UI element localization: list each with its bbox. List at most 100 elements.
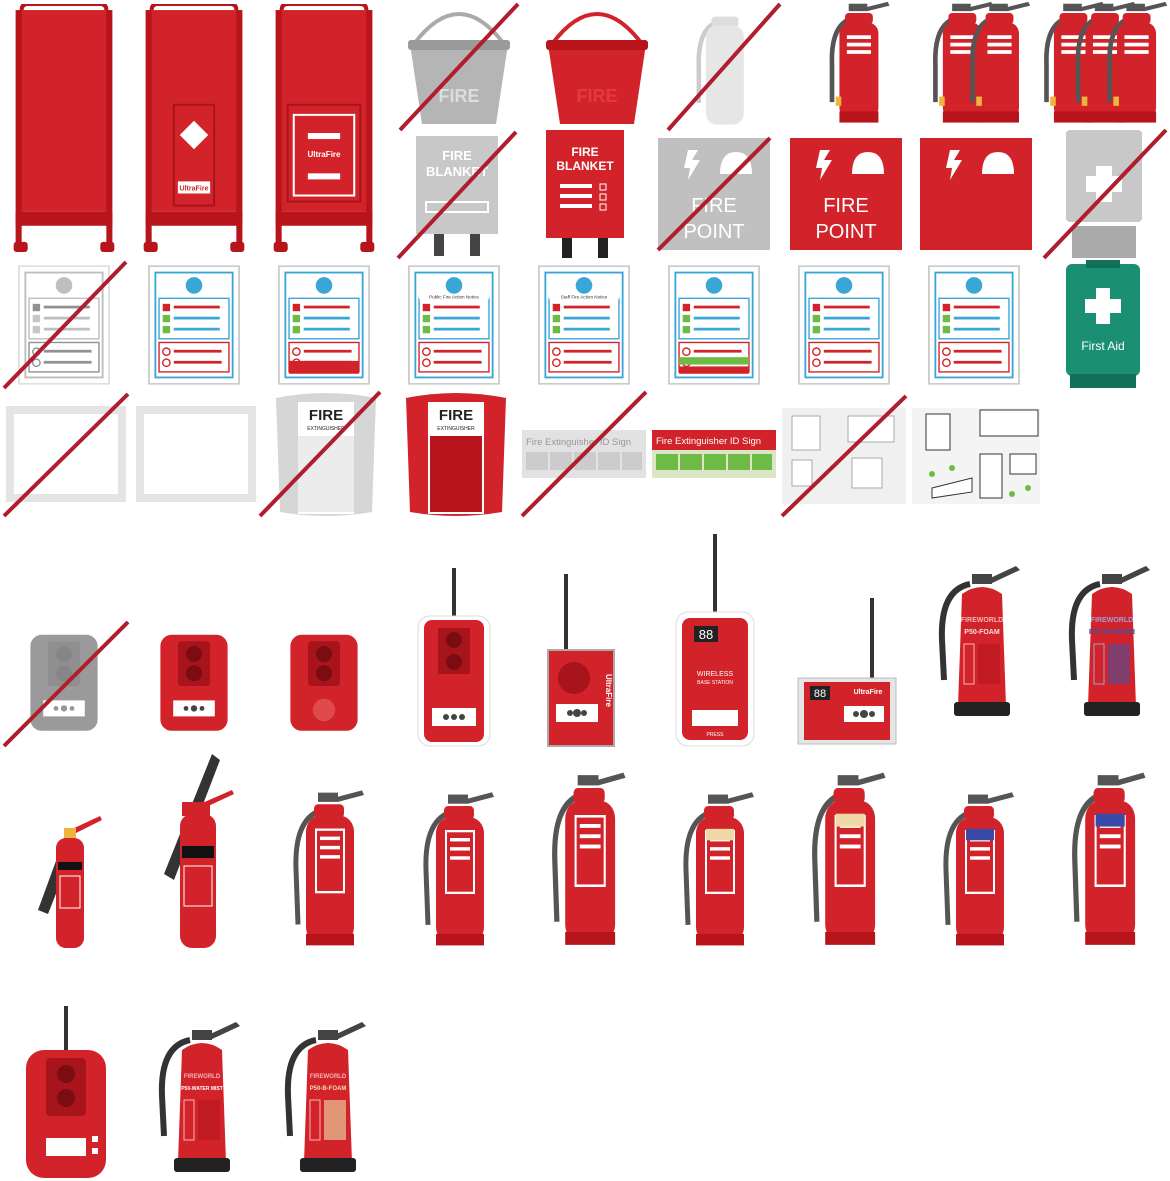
first-aid-box-grey[interactable] bbox=[1042, 128, 1168, 260]
display-digits: 88 bbox=[699, 627, 713, 642]
cover-line2: EXTINGUISHER bbox=[437, 426, 475, 432]
wireless-control-panel[interactable]: 88 UltraFire bbox=[796, 598, 898, 746]
point-line2: POINT bbox=[815, 221, 876, 243]
fire-point-sign-red-blank[interactable] bbox=[920, 138, 1032, 250]
cover-icon: FIRE EXTINGUISHER bbox=[276, 393, 376, 516]
first-aid-label: First Aid bbox=[1081, 339, 1124, 353]
alarm-icon: UltraFire bbox=[547, 574, 615, 747]
call-point-red[interactable] bbox=[154, 618, 234, 746]
bucket-label: FIRE bbox=[438, 86, 479, 106]
fire-action-sign-1[interactable] bbox=[148, 262, 240, 388]
extinguisher-foam[interactable] bbox=[666, 790, 766, 950]
ext-model: P50-B-FOAM bbox=[310, 1086, 347, 1092]
cover-line1: FIRE bbox=[309, 407, 343, 424]
fire-point-icon bbox=[920, 138, 1032, 250]
bucket-label: FIRE bbox=[576, 86, 617, 106]
extinguisher-p50-bfoam[interactable]: FIREWORLD P50-B-FOAM bbox=[276, 1016, 378, 1176]
ext-brand: FIREWORLD bbox=[961, 617, 1003, 624]
floor-plan-color[interactable] bbox=[912, 408, 1040, 504]
cover-icon: FIRE EXTINGUISHER bbox=[406, 393, 506, 516]
floor-plan-grey[interactable] bbox=[780, 394, 908, 518]
wireless-line1: WIRELESS bbox=[697, 671, 734, 678]
extinguisher-icon: FIREWORLD P50-WATER MIST bbox=[158, 1022, 240, 1172]
staff-fire-action-notice[interactable]: Staff Fire Action Notice bbox=[538, 262, 630, 388]
wireless-alarm-round[interactable] bbox=[24, 1006, 108, 1178]
fire-action-sign-2[interactable] bbox=[278, 262, 370, 388]
extinguisher-icon bbox=[920, 0, 1040, 130]
co2-extinguisher-large[interactable] bbox=[150, 750, 240, 950]
wireless-alarm-square[interactable]: UltraFire bbox=[546, 574, 616, 747]
extinguisher-cover-red[interactable]: FIRE EXTINGUISHER bbox=[400, 392, 512, 516]
fire-blanket-grey[interactable]: FIRE BLANKET bbox=[396, 130, 518, 260]
extinguisher-icon: FIREWORLD P50-B-FOAM bbox=[284, 1022, 366, 1172]
sign-icon bbox=[668, 262, 760, 388]
fire-point-icon: FIRE POINT bbox=[658, 138, 770, 250]
extinguisher-powder-large[interactable] bbox=[1054, 770, 1158, 950]
extinguisher-icon bbox=[696, 16, 744, 125]
extinguisher-red-2[interactable] bbox=[406, 790, 506, 950]
call-point-icon bbox=[24, 618, 104, 746]
extinguisher-triple[interactable] bbox=[1040, 0, 1170, 130]
extinguisher-icon bbox=[164, 754, 234, 948]
blanket-line2: BLANKET bbox=[556, 159, 614, 173]
extinguisher-p50-foam[interactable]: FIREWORLD P50-FOAM bbox=[930, 560, 1032, 720]
extinguisher-p50-watermist[interactable]: FIREWORLD P50-WATER MIST bbox=[150, 1016, 252, 1176]
call-point-grey[interactable] bbox=[2, 618, 130, 748]
brand-label: UltraFire bbox=[307, 150, 341, 159]
base-station-icon: 88 WIRELESS BASE STATION PRESS bbox=[675, 534, 755, 747]
id-sign-icon: Fire Extinguisher ID Sign bbox=[522, 430, 646, 478]
fire-point-sign-red[interactable]: FIRE POINT bbox=[790, 138, 902, 250]
extinguisher-icon bbox=[794, 770, 898, 950]
extinguisher-icon bbox=[38, 816, 102, 948]
point-line1: FIRE bbox=[823, 195, 869, 217]
brand-label: UltraFire bbox=[854, 689, 883, 696]
extinguisher-foam-large[interactable] bbox=[794, 770, 898, 950]
notice-title: Staff Fire Action Notice bbox=[561, 294, 608, 299]
extinguisher-double[interactable] bbox=[920, 0, 1040, 130]
extinguisher-icon bbox=[808, 0, 908, 130]
bucket-icon: FIRE bbox=[546, 12, 648, 124]
extinguisher-icon bbox=[666, 790, 766, 950]
blanket-line1: FIRE bbox=[571, 145, 598, 159]
extinguisher-cover-grey[interactable]: FIRE EXTINGUISHER bbox=[258, 390, 382, 518]
fire-bucket-grey[interactable]: FIRE bbox=[398, 2, 520, 132]
co2-extinguisher-small[interactable] bbox=[30, 810, 110, 950]
frame-empty-struck[interactable] bbox=[2, 392, 130, 518]
extinguisher-stand-empty[interactable] bbox=[8, 4, 120, 256]
extinguisher-red-3[interactable] bbox=[534, 770, 638, 950]
display-digits: 88 bbox=[814, 688, 826, 700]
extinguisher-stand-with-alarm[interactable]: UltraFire bbox=[138, 4, 250, 256]
fire-action-sign-3[interactable] bbox=[668, 262, 760, 388]
fire-action-sign-grey[interactable] bbox=[2, 260, 128, 390]
first-aid-box-green[interactable]: First Aid bbox=[1066, 260, 1140, 388]
fire-action-sign-5[interactable] bbox=[928, 262, 1020, 388]
fire-point-sign-grey[interactable]: FIRE POINT bbox=[656, 136, 772, 252]
call-point-red-round[interactable] bbox=[284, 618, 364, 746]
alarm-icon bbox=[26, 1006, 106, 1178]
sign-icon bbox=[278, 262, 370, 388]
id-sign-label: Fire Extinguisher ID Sign bbox=[526, 437, 631, 448]
extinguisher-white[interactable] bbox=[666, 2, 782, 132]
id-sign-color[interactable]: Fire Extinguisher ID Sign bbox=[652, 430, 776, 478]
public-fire-action-notice[interactable]: Public Fire Action Notice bbox=[408, 262, 500, 388]
fire-action-sign-4[interactable] bbox=[798, 262, 890, 388]
extinguisher-single[interactable] bbox=[808, 0, 908, 130]
blanket-icon: FIRE BLANKET bbox=[416, 136, 498, 256]
wireless-call-point[interactable] bbox=[414, 568, 494, 747]
call-point-icon bbox=[154, 618, 234, 746]
ext-brand: FIREWORLD bbox=[184, 1074, 221, 1080]
fire-blanket-red[interactable]: FIRE BLANKET bbox=[544, 130, 626, 258]
blanket-line2: BLANKET bbox=[426, 164, 488, 179]
extinguisher-powder[interactable] bbox=[926, 790, 1026, 950]
extinguisher-p50-powder[interactable]: FIREWORLD P50-POWDER bbox=[1060, 560, 1162, 720]
wireless-base-station[interactable]: 88 WIRELESS BASE STATION PRESS bbox=[674, 534, 756, 747]
extinguisher-red-1[interactable] bbox=[276, 788, 376, 950]
fire-point-icon: FIRE POINT bbox=[790, 138, 902, 250]
ext-model: P50-FOAM bbox=[964, 629, 1000, 636]
id-sign-grey[interactable]: Fire Extinguisher ID Sign bbox=[520, 390, 648, 518]
sign-icon: Public Fire Action Notice bbox=[408, 262, 500, 388]
ext-model: P50-WATER MIST bbox=[181, 1086, 223, 1092]
extinguisher-stand-with-cabinet[interactable]: UltraFire bbox=[268, 4, 380, 256]
frame-empty[interactable] bbox=[134, 404, 258, 504]
fire-bucket-red[interactable]: FIRE bbox=[538, 4, 656, 130]
